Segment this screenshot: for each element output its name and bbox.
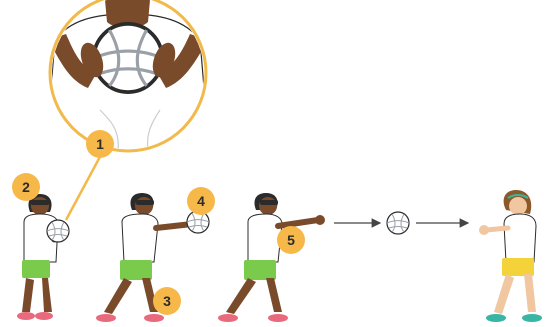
- step-label-2: 2: [22, 179, 30, 195]
- volleyball-icon: [387, 212, 409, 234]
- zoom-inset-icon: [40, 0, 220, 160]
- step-label-4: 4: [197, 193, 205, 209]
- player-figure-1: [17, 194, 69, 320]
- volleyball-icon: [47, 220, 69, 242]
- step-label-5: 5: [287, 232, 295, 248]
- player-figure-2: [96, 193, 209, 322]
- step-badge-2: 2: [12, 173, 40, 201]
- player-figure-3: [218, 193, 325, 322]
- step-badge-3: 3: [153, 287, 181, 315]
- receiver-figure: [479, 190, 542, 322]
- step-badge-4: 4: [187, 187, 215, 215]
- step-badge-5: 5: [277, 226, 305, 254]
- step-label-1: 1: [96, 136, 104, 152]
- step-label-3: 3: [163, 293, 171, 309]
- leader-line: [66, 153, 102, 220]
- step-badge-1: 1: [86, 130, 114, 158]
